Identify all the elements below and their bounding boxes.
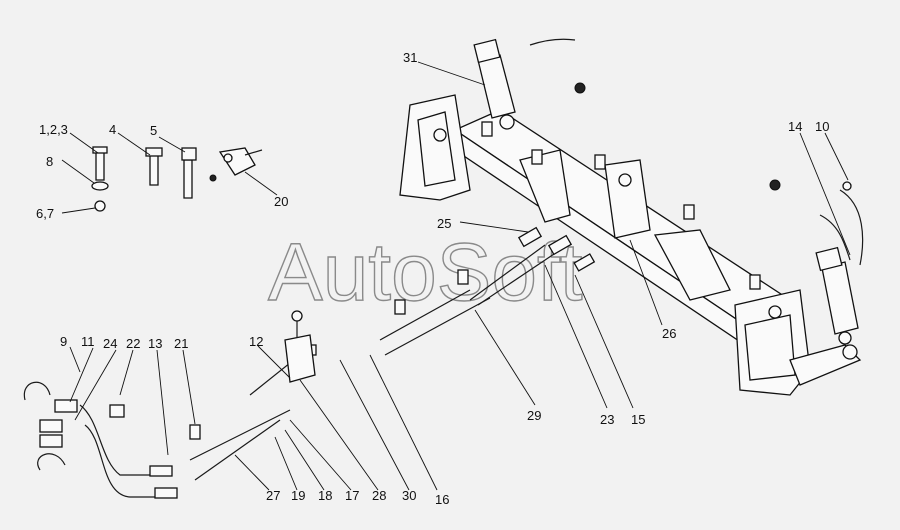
callout-17: 17: [345, 488, 359, 503]
callout-27: 27: [266, 488, 280, 503]
cylinder-14: [815, 246, 859, 345]
callout-25: 25: [437, 216, 451, 231]
callout-24: 24: [103, 336, 117, 351]
callout-15: 15: [631, 412, 645, 427]
callout-10: 10: [815, 119, 829, 134]
callout-18: 18: [318, 488, 332, 503]
callout-12: 12: [249, 334, 263, 349]
callout-21: 21: [174, 336, 188, 351]
callout-19: 19: [291, 488, 305, 503]
callout-11: 11: [81, 334, 95, 349]
callout-8: 8: [46, 154, 53, 169]
callout-13: 13: [148, 336, 162, 351]
leader-lines: [61, 61, 851, 491]
callout-30: 30: [402, 488, 416, 503]
callout-5: 5: [150, 123, 157, 138]
callout-23: 23: [600, 412, 614, 427]
callout-31: 31: [403, 50, 417, 65]
callout-16: 16: [435, 492, 449, 507]
callout-14: 14: [788, 119, 802, 134]
callout-labels: 31 1,2,3 4 5 8 6,7 20 14 10 25 26 9 11 2…: [36, 50, 829, 507]
cylinder-31: [473, 38, 516, 130]
quick-couplers: [23, 381, 125, 471]
callout-4: 4: [109, 122, 116, 137]
callout-20: 20: [274, 194, 288, 209]
callout-22: 22: [126, 336, 140, 351]
callout-26: 26: [662, 326, 676, 341]
callout-1-2-3: 1,2,3: [39, 122, 68, 137]
valve-block: [284, 310, 316, 383]
callout-29: 29: [527, 408, 541, 423]
watermark: AutoSoft: [268, 227, 583, 318]
callout-28: 28: [372, 488, 386, 503]
fasteners: [91, 82, 852, 212]
callout-9: 9: [60, 334, 67, 349]
callout-6-7: 6,7: [36, 206, 54, 221]
hydraulic-hoses: [79, 38, 864, 499]
mount-blocks: [189, 121, 761, 440]
